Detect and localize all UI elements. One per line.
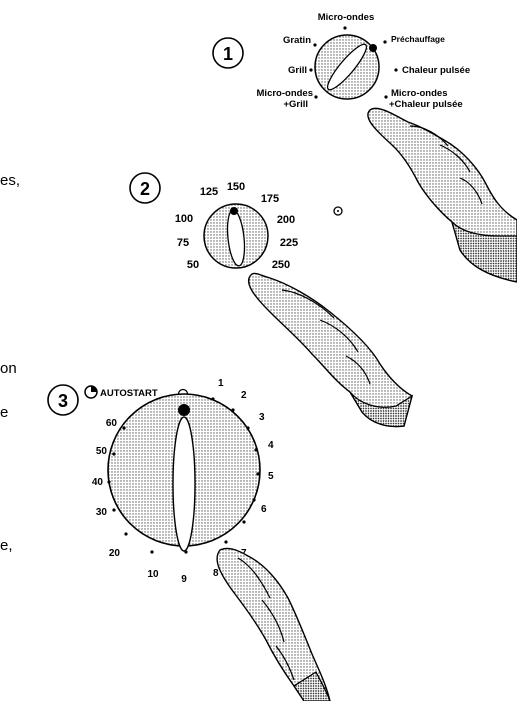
function-knob[interactable] [315, 35, 379, 99]
timer-tick-50: 50 [96, 446, 108, 457]
temp-250: 250 [272, 259, 290, 271]
timer-tick-3: 3 [259, 412, 265, 423]
mode-label-micro-chaleur-2: +Chaleur pulsée [389, 99, 463, 110]
step-3-marker: 3 [48, 385, 78, 415]
mode-label-micro-grill-1: Micro-ondes [257, 88, 313, 99]
temp-125: 125 [200, 186, 218, 198]
timer-tick-20: 20 [109, 548, 121, 559]
timer-tick-5: 5 [268, 471, 274, 482]
temp-100: 100 [175, 213, 193, 225]
mode-label-micro-ondes: Micro-ondes [318, 12, 374, 23]
dial-3-group: 3 AUTOSTART 1 2 3 4 5 6 7 8 9 60 50 [48, 378, 330, 701]
timer-knob[interactable] [108, 394, 260, 551]
temp-75: 75 [177, 237, 189, 249]
step-1-number: 1 [223, 44, 233, 64]
knob-indicator-dot [178, 404, 190, 416]
temp-200: 200 [277, 214, 295, 226]
step-2-marker: 2 [130, 173, 160, 203]
timer-tick-40: 40 [92, 477, 104, 488]
timer-tick-1: 1 [218, 378, 224, 389]
timer-tick-6: 6 [261, 504, 267, 515]
timer-tick-10: 10 [147, 569, 159, 580]
hand-2-illustration [249, 273, 412, 426]
timer-tick-2: 2 [241, 390, 247, 401]
mode-label-micro-grill-2: +Grill [283, 99, 308, 110]
autostart-text: AUTOSTART [100, 388, 158, 399]
knob-indicator-dot [369, 44, 377, 52]
mode-label-chaleur-pulsee: Chaleur pulsée [402, 65, 470, 76]
step-2-number: 2 [140, 179, 150, 199]
timer-tick-60: 60 [106, 418, 118, 429]
timer-tick-4: 4 [268, 440, 274, 451]
temp-225: 225 [280, 237, 298, 249]
timer-tick-30: 30 [96, 507, 108, 518]
timer-tick-9: 9 [181, 574, 187, 585]
hand-1-illustration [368, 108, 517, 282]
mode-label-gratin: Gratin [283, 35, 311, 46]
mode-label-grill: Grill [288, 65, 307, 76]
temperature-knob[interactable] [204, 204, 268, 268]
temp-50: 50 [187, 259, 199, 271]
hand-3-illustration [217, 548, 330, 701]
mode-label-prechauffage: Préchauffage [391, 34, 445, 44]
knob-indicator-dot [230, 207, 238, 215]
temp-175: 175 [261, 193, 279, 205]
mode-label-micro-chaleur-1: Micro-ondes [391, 88, 447, 99]
autostart-label: AUTOSTART [85, 386, 158, 399]
step-1-marker: 1 [213, 38, 243, 68]
step-3-number: 3 [58, 391, 68, 411]
temp-150: 150 [227, 181, 245, 193]
dial-2-group: 2 125 150 175 100 200 75 225 50 250 [130, 173, 412, 426]
timer-tick-8: 8 [213, 568, 219, 579]
